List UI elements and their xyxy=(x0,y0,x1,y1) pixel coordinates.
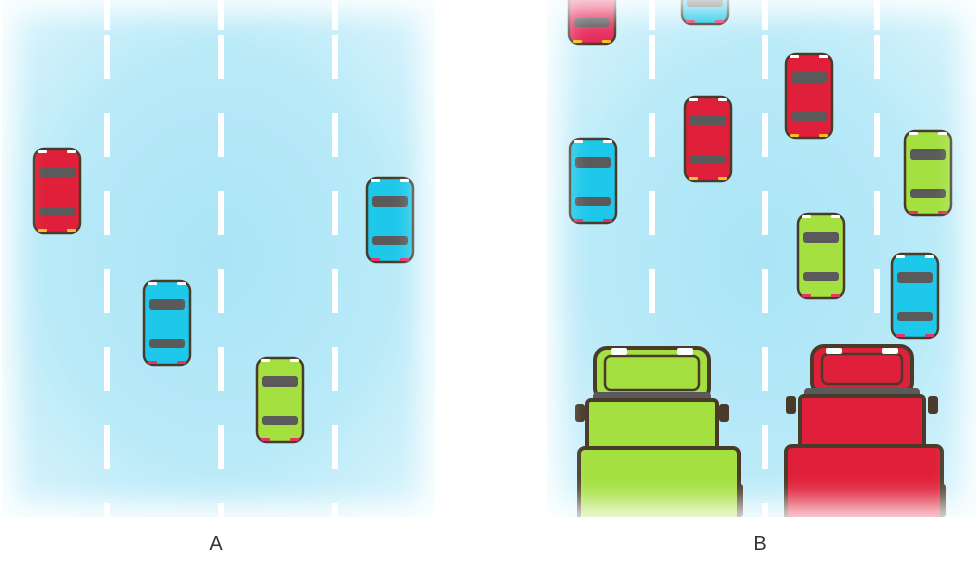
lane-marking xyxy=(218,0,224,517)
cyan-car-icon xyxy=(889,252,941,340)
road-panel-a xyxy=(2,0,435,517)
cyan-car-icon xyxy=(679,0,731,26)
red-truck-icon xyxy=(782,344,954,517)
lane-marking xyxy=(332,0,338,517)
red-car-icon xyxy=(566,0,618,46)
green-truck-icon xyxy=(575,344,747,517)
red-car-icon xyxy=(682,95,734,183)
green-car-icon xyxy=(795,212,847,300)
red-car-icon xyxy=(783,52,835,140)
panel-label-a: A xyxy=(209,533,223,555)
panel-label-b: B xyxy=(753,533,767,555)
cyan-car-icon xyxy=(567,137,619,225)
cyan-car-icon xyxy=(364,176,416,264)
lane-marking xyxy=(874,0,880,517)
green-car-icon xyxy=(254,356,306,444)
road-panel-b xyxy=(547,0,976,517)
green-car-icon xyxy=(902,129,954,217)
cyan-car-icon xyxy=(141,279,193,367)
lane-marking xyxy=(762,0,768,517)
lane-marking xyxy=(104,0,110,517)
lane-marking xyxy=(649,0,655,517)
red-car-icon xyxy=(31,147,83,235)
